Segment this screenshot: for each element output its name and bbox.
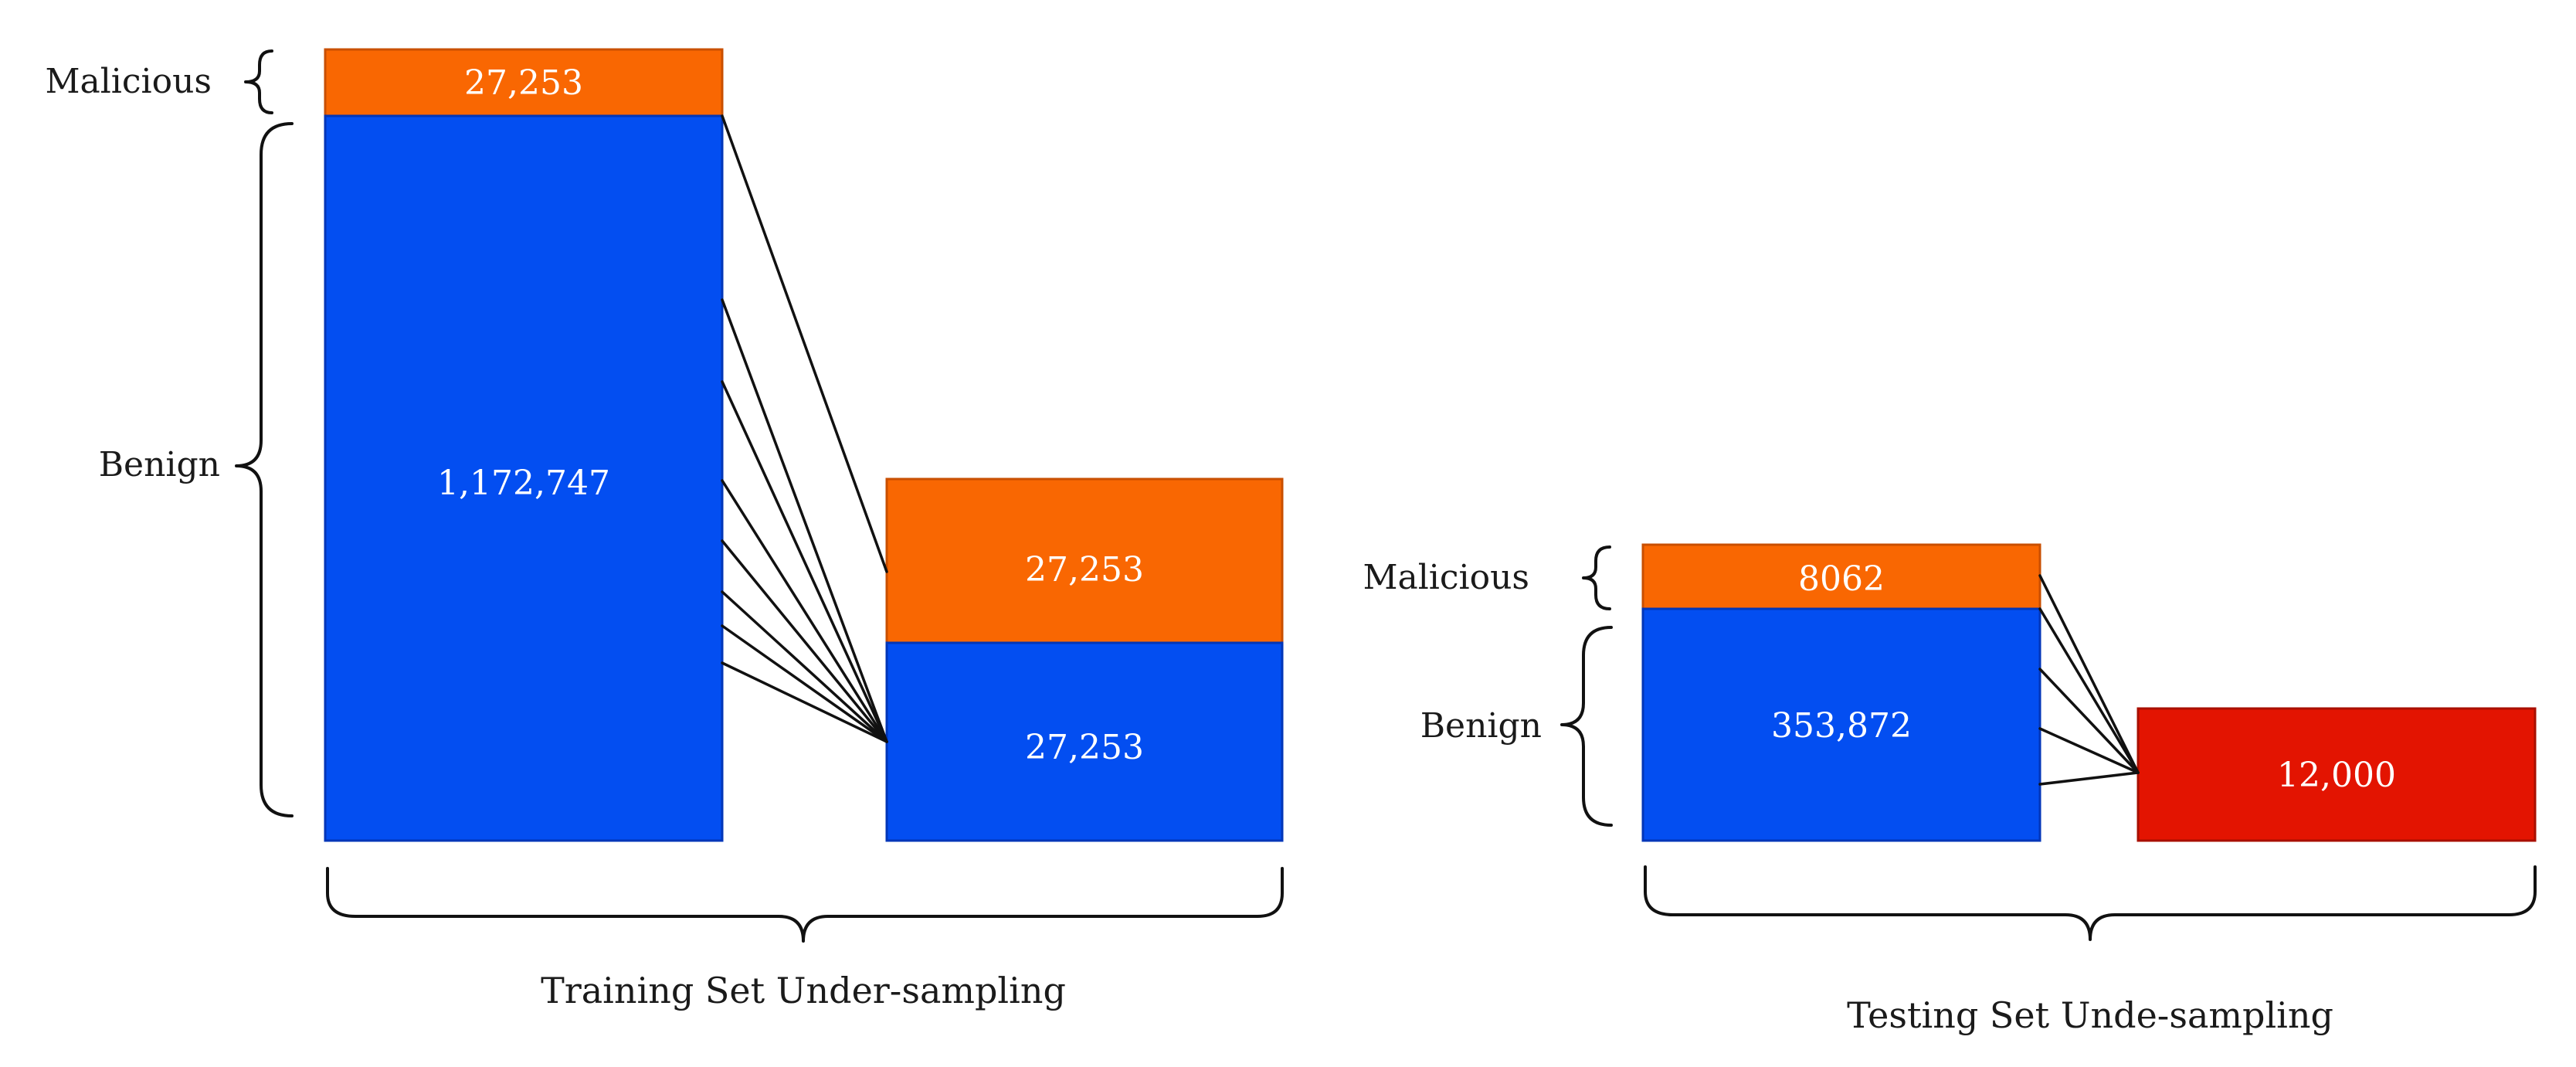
testing-bottom-brace: [1644, 865, 2537, 941]
training-sampled-malicious-block: [885, 477, 1284, 644]
testing-section: 8062 353,872 Malicious Benign 12,000 Tes…: [1363, 543, 2537, 1036]
training-connectors: [721, 114, 888, 743]
training-sampled-benign-value: 27,253: [1025, 728, 1144, 767]
training-bottom-brace: [326, 867, 1284, 943]
training-malicious-brace: [244, 49, 273, 114]
testing-malicious-label: Malicious: [1363, 558, 1529, 597]
testing-malicious-value: 8062: [1798, 559, 1885, 599]
testing-sampled-block: [2136, 707, 2537, 842]
testing-connectors: [2038, 574, 2140, 786]
testing-benign-value: 353,872: [1771, 706, 1912, 746]
testing-benign-block: [1641, 607, 2041, 842]
training-caption: Training Set Under-sampling: [541, 970, 1066, 1011]
testing-caption: Testing Set Unde-sampling: [1847, 994, 2333, 1036]
testing-malicious-brace: [1582, 545, 1611, 610]
training-sampled-malicious-value: 27,253: [1025, 550, 1144, 590]
training-benign-brace: [235, 122, 294, 817]
training-benign-value: 1,172,747: [437, 464, 610, 503]
testing-benign-brace: [1560, 626, 1613, 827]
training-malicious-value: 27,253: [464, 63, 583, 103]
training-benign-label: Benign: [99, 445, 220, 484]
testing-sampled-value: 12,000: [2277, 756, 2396, 795]
training-section: 27,253 1,172,747 Malicious Benign 27,253…: [45, 48, 1284, 1011]
training-sampled-benign-block: [885, 641, 1284, 842]
training-malicious-block: [324, 48, 724, 117]
training-benign-block: [324, 114, 724, 842]
training-malicious-label: Malicious: [45, 62, 212, 101]
testing-benign-label: Benign: [1420, 706, 1542, 746]
